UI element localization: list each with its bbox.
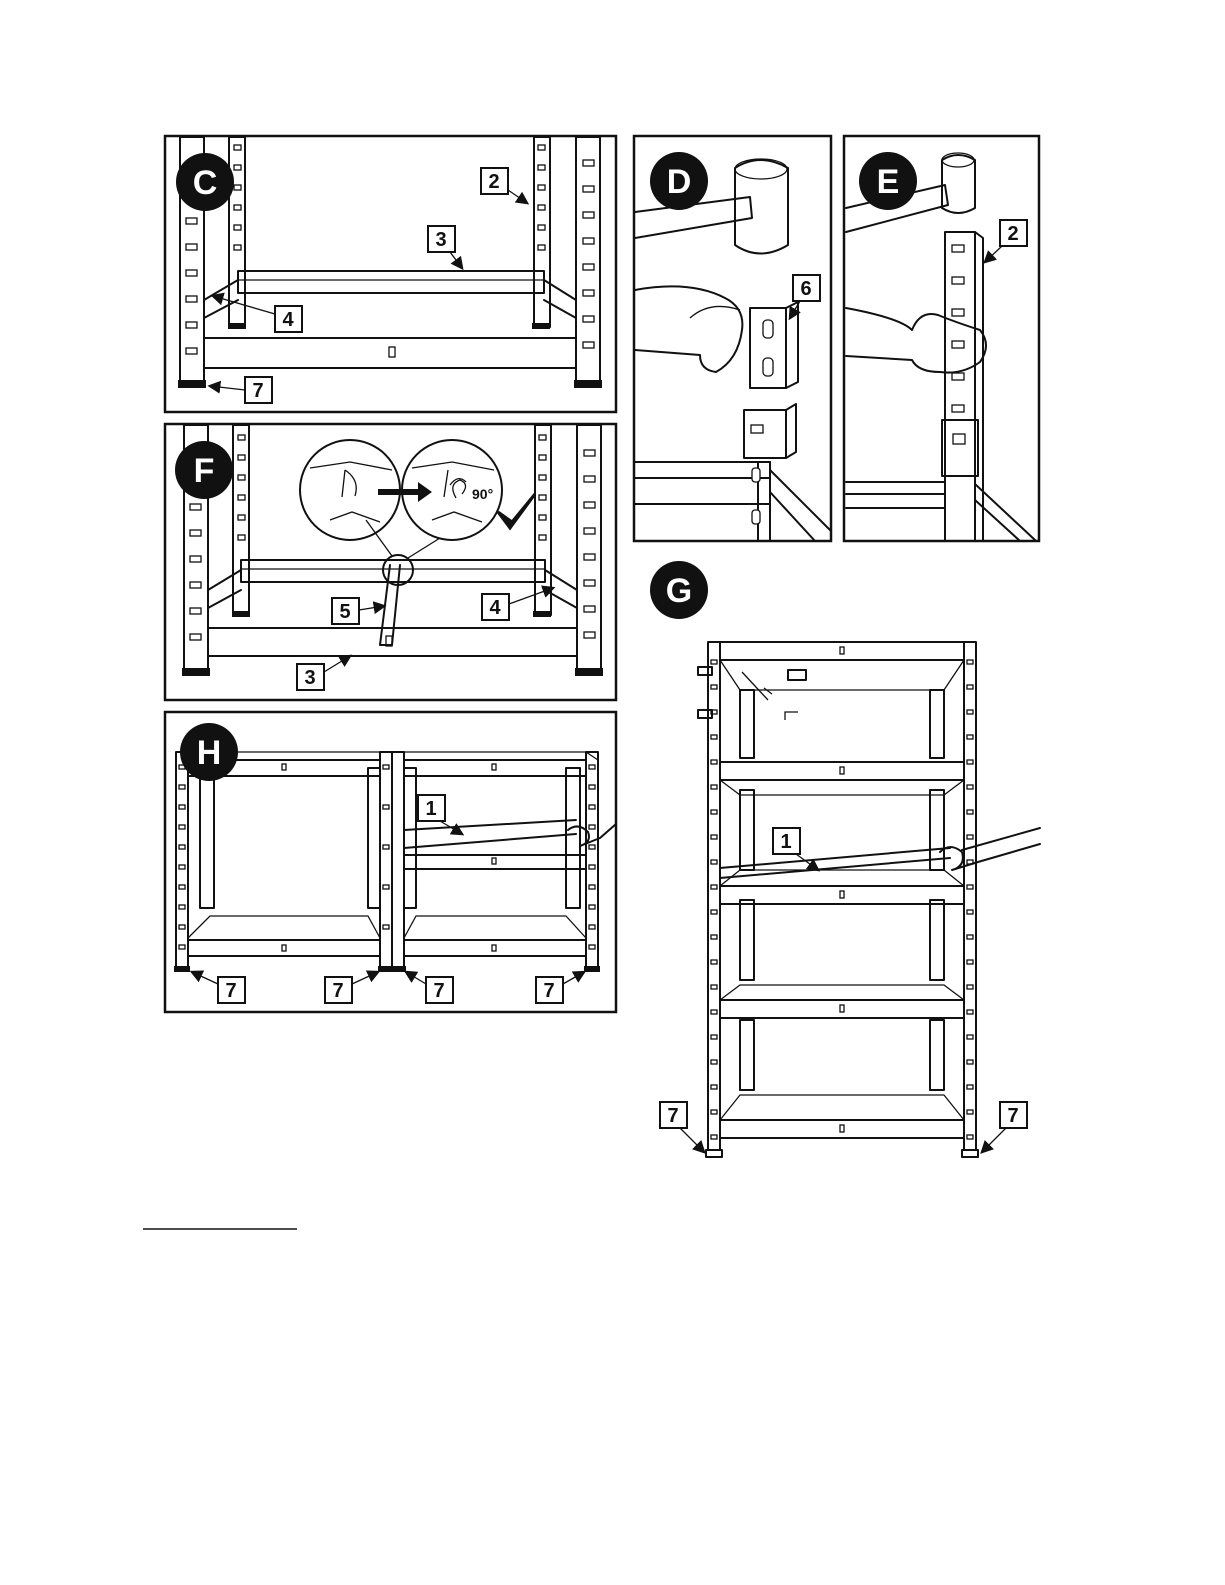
panel-g: G [650, 561, 1040, 1157]
callout-5-text: 5 [339, 601, 350, 623]
callout-4-text: 4 [489, 597, 501, 619]
step-g-label: G [666, 572, 692, 610]
step-f-label: F [194, 452, 215, 490]
callout-1-text: 1 [425, 798, 436, 820]
callout-7-text: 7 [252, 380, 263, 402]
callout-7-text: 7 [667, 1105, 678, 1127]
callout-7-text: 7 [332, 980, 343, 1002]
callout-7-text: 7 [433, 980, 444, 1002]
callout-7-text: 7 [543, 980, 554, 1002]
panel-c: C 2 3 4 7 [165, 136, 616, 412]
callout-2-text: 2 [1007, 223, 1018, 245]
callout-7-text: 7 [1007, 1105, 1018, 1127]
callout-1-text: 1 [780, 831, 791, 853]
step-d-label: D [667, 163, 692, 201]
callout-4-text: 4 [282, 309, 294, 331]
panel-h: H 1 7 7 7 7 [165, 712, 616, 1012]
panel-d: D 6 [634, 136, 831, 541]
callout-6-text: 6 [800, 278, 811, 300]
hand [940, 828, 1040, 870]
panel-e: E 2 [844, 136, 1039, 541]
foot [574, 380, 602, 388]
callout-3-text: 3 [304, 667, 315, 689]
step-c-label: C [193, 164, 218, 202]
callout-7-text: 7 [225, 980, 236, 1002]
step-h-label: H [197, 734, 222, 772]
callout-2-text: 2 [488, 171, 499, 193]
panel-f: 90° F 5 4 3 [165, 424, 616, 700]
foot [178, 380, 206, 388]
upright-right [964, 642, 976, 1150]
step-e-label: E [877, 163, 900, 201]
rotation-angle-label: 90° [472, 486, 493, 502]
callout-3-text: 3 [435, 229, 446, 251]
